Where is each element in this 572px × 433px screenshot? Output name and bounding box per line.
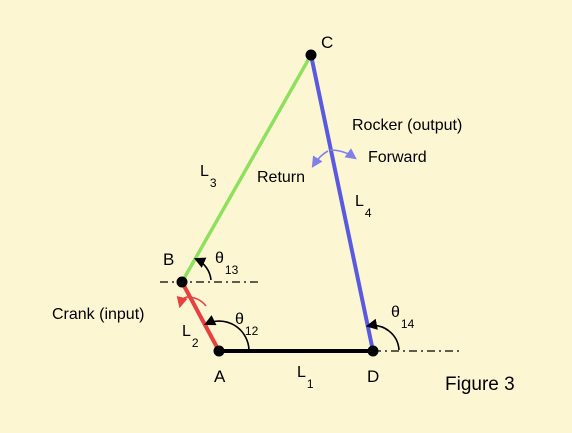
joint-d [367,345,379,357]
crank-rotation-arrow [176,295,207,309]
rocker-return-arrow [311,150,329,168]
joint-label-b: B [163,250,174,269]
joint-b [176,276,188,288]
annotation-crank: Crank (input) [52,306,144,323]
link-label-l3: L3 [200,163,217,190]
joint-label-a: A [214,367,226,386]
angle-label-theta13: θ13 [215,250,239,277]
link-l4-rocker [309,54,375,352]
joint-a [213,345,225,357]
link-label-l2: L2 [182,323,199,350]
angle-arc-theta13 [193,257,212,281]
angle-arc-theta12 [203,315,250,351]
link-label-l1: L1 [297,364,314,391]
figure-caption: Figure 3 [445,374,515,395]
angle-arc-theta14 [365,318,400,351]
joint-label-c: C [321,33,333,52]
link-l3-coupler [180,54,313,283]
rocker-forward-arrow [329,148,357,160]
joint-c [305,49,317,61]
angle-label-theta14: θ14 [391,304,415,331]
link-l2-crank [180,281,221,352]
angle-label-theta12: θ12 [235,311,259,338]
annotation-rocker: Rocker (output) [352,117,462,134]
joint-label-d: D [367,367,379,386]
annotation-return: Return [257,169,305,186]
link-label-l4: L4 [355,193,372,220]
annotation-forward: Forward [368,149,427,166]
